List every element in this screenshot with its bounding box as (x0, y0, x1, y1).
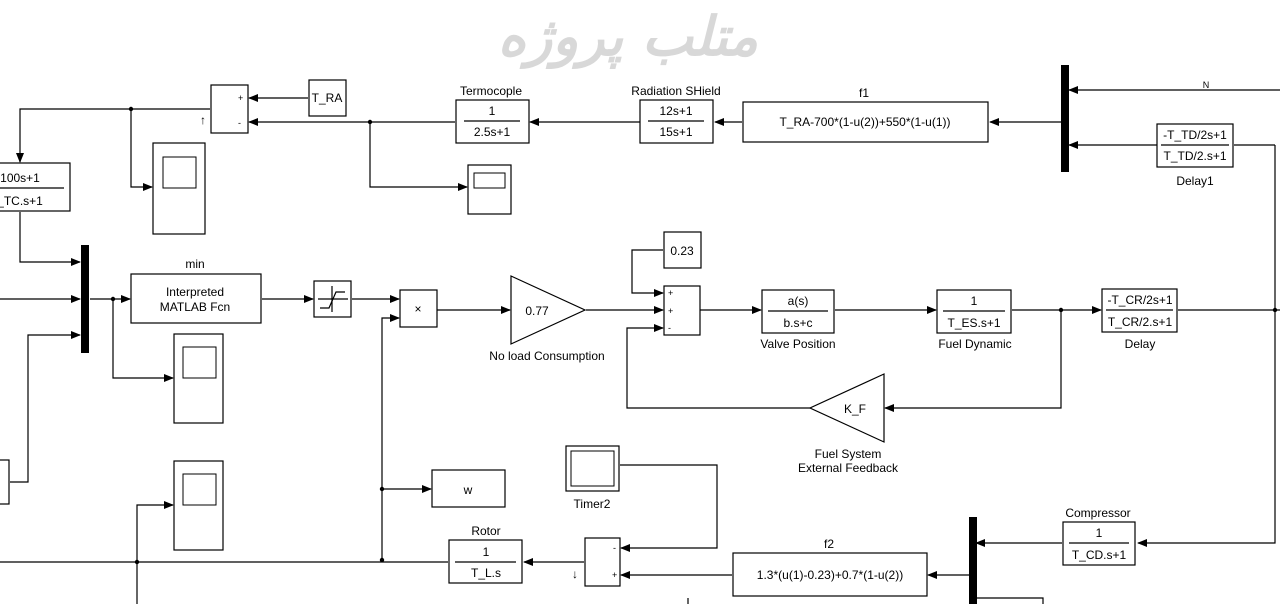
compressor-block[interactable]: Compressor 1 T_CD.s+1 (1062, 506, 1136, 566)
timer2-label: Timer2 (574, 497, 611, 511)
sum-bot-sign-plus: + (612, 570, 617, 580)
gain-no-load-consumption[interactable]: 0.77 No load Consumption (489, 275, 605, 363)
svg-text:T_CD.s+1: T_CD.s+1 (1072, 548, 1127, 562)
constant-0-23[interactable]: 0.23 (663, 231, 702, 269)
svg-text:b.s+c: b.s+c (783, 316, 812, 330)
svg-text:1: 1 (483, 545, 490, 559)
min-matlab-fcn-block[interactable]: min Interpreted MATLAB Fcn (130, 257, 262, 324)
svg-text:0.23: 0.23 (670, 244, 694, 258)
mux-bar-bottom[interactable] (969, 517, 977, 604)
mux-bar-top[interactable] (1061, 65, 1069, 172)
timer2-block[interactable]: Timer2 (565, 445, 620, 511)
scope-middle-left[interactable] (173, 333, 224, 424)
kf-label-line2: External Feedback (798, 461, 899, 475)
svg-text:K_F: K_F (844, 402, 866, 416)
scope-top-middle[interactable] (467, 164, 512, 215)
sum-sign-plus: + (238, 93, 243, 103)
termocople-title: Termocople (460, 84, 522, 98)
left-edge-block[interactable] (0, 459, 10, 505)
input-n-label: N (1203, 80, 1210, 90)
kf-label-line1: Fuel System (815, 447, 882, 461)
saturation-block[interactable] (313, 280, 352, 318)
svg-text:T_CR/2.s+1: T_CR/2.s+1 (1108, 315, 1173, 329)
w-output[interactable]: w (431, 469, 506, 508)
radiation-shield-title: Radiation SHield (631, 84, 720, 98)
svg-text:T_ES.s+1: T_ES.s+1 (947, 316, 1000, 330)
fuel-dynamic-label: Fuel Dynamic (938, 337, 1011, 351)
radiation-shield-block[interactable]: Radiation SHield 12s+1 15s+1 (631, 84, 721, 144)
svg-text:2.5s+1: 2.5s+1 (474, 125, 511, 139)
svg-text:a(s): a(s) (788, 294, 809, 308)
sum-mid-sign-minus: - (668, 323, 671, 333)
compressor-title: Compressor (1065, 506, 1130, 520)
port-glyph-bottom: ↓ (572, 567, 578, 581)
svg-text:_TC.s+1: _TC.s+1 (0, 194, 43, 208)
rotor-title: Rotor (471, 524, 500, 538)
sum-mid-sign-plus1: + (668, 288, 673, 298)
gain-kf-block[interactable]: K_F Fuel System External Feedback (798, 373, 899, 475)
svg-text:w: w (463, 483, 473, 497)
mux-bar-middle[interactable] (81, 245, 89, 353)
svg-text:×: × (414, 302, 421, 316)
signal-lines (0, 86, 1280, 604)
svg-text:Interpreted: Interpreted (166, 285, 224, 299)
sum-block-top[interactable]: + - ↑ (200, 84, 249, 134)
sum-sign-minus: - (238, 118, 241, 128)
svg-text:100s+1: 100s+1 (0, 171, 40, 185)
svg-text:15s+1: 15s+1 (659, 125, 692, 139)
valve-position-block[interactable]: a(s) b.s+c Valve Position (760, 289, 836, 351)
delay1-block[interactable]: -T_TD/2s+1 T_TD/2.s+1 Delay1 (1156, 123, 1234, 188)
svg-text:T_RA-700*(1-u(2))+550*(1-u(1)): T_RA-700*(1-u(2))+550*(1-u(1)) (779, 115, 950, 129)
port-glyph: ↑ (200, 113, 206, 127)
delay-label: Delay (1125, 337, 1156, 351)
svg-text:T_TD/2.s+1: T_TD/2.s+1 (1163, 149, 1226, 163)
svg-text:T_L.s: T_L.s (471, 566, 501, 580)
f1-fcn-block[interactable]: f1 T_RA-700*(1-u(2))+550*(1-u(1)) (742, 86, 989, 143)
valve-position-label: Valve Position (760, 337, 835, 351)
f1-title: f1 (859, 86, 869, 100)
svg-text:1: 1 (489, 104, 496, 118)
no-load-consumption-label: No load Consumption (489, 349, 604, 363)
svg-text:T_RA: T_RA (312, 91, 343, 105)
fuel-dynamic-block[interactable]: 1 T_ES.s+1 Fuel Dynamic (936, 289, 1012, 351)
svg-text:0.77: 0.77 (525, 304, 549, 318)
scope-top-left[interactable] (152, 142, 206, 235)
termocople-block[interactable]: Termocople 1 2.5s+1 (455, 84, 530, 144)
f2-title: f2 (824, 537, 834, 551)
svg-text:1.3*(u(1)-0.23)+0.7*(1-u(2)): 1.3*(u(1)-0.23)+0.7*(1-u(2)) (757, 568, 903, 582)
junction-dots (110, 106, 1278, 565)
svg-text:-T_CR/2s+1: -T_CR/2s+1 (1107, 293, 1172, 307)
svg-text:1: 1 (971, 294, 978, 308)
min-title: min (185, 257, 204, 271)
watermark: متلب پروژه (498, 5, 758, 70)
scope-bottom-left[interactable] (173, 460, 224, 551)
svg-text:-T_TD/2s+1: -T_TD/2s+1 (1163, 128, 1227, 142)
sum-mid-sign-plus2: + (668, 306, 673, 316)
delay-block[interactable]: -T_CR/2s+1 T_CR/2.s+1 Delay (1101, 288, 1178, 351)
f2-fcn-block[interactable]: f2 1.3*(u(1)-0.23)+0.7*(1-u(2)) (732, 537, 928, 597)
sum-bot-sign-minus: - (613, 543, 616, 553)
tc-block[interactable]: 100s+1 _TC.s+1 (0, 162, 71, 212)
delay1-label: Delay1 (1176, 174, 1214, 188)
svg-text:12s+1: 12s+1 (659, 104, 692, 118)
sum-block-middle[interactable]: + + - (663, 285, 701, 336)
rotor-block[interactable]: Rotor 1 T_L.s (448, 524, 523, 584)
sum-block-bottom[interactable]: - + ↓ (572, 537, 621, 587)
t-ra-constant[interactable]: T_RA (308, 79, 347, 117)
product-block[interactable]: × (399, 289, 438, 328)
svg-text:1: 1 (1096, 526, 1103, 540)
svg-text:MATLAB Fcn: MATLAB Fcn (160, 300, 230, 314)
